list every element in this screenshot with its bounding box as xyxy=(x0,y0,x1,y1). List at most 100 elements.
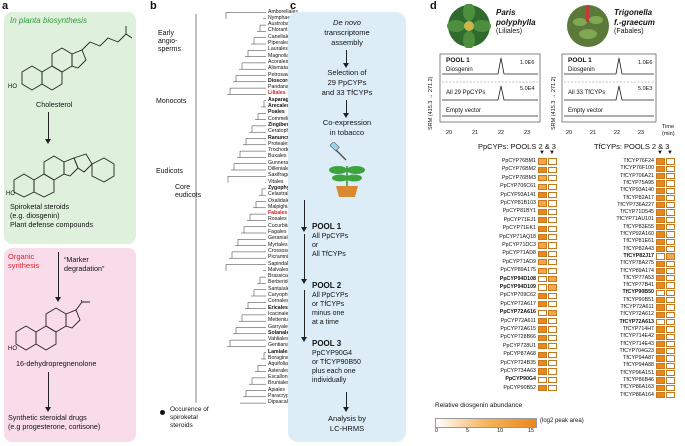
tf-pool3-cell xyxy=(666,194,675,202)
step2-line-1: Selection of xyxy=(327,68,367,77)
tf-pool2-cell xyxy=(656,253,665,260)
pp-gene-label: PpCYP71DC3 xyxy=(502,242,536,248)
tf-pool3-cell xyxy=(666,187,675,194)
leaf-magnoliales: Magnoliales xyxy=(268,52,296,59)
tf-pool3-cell xyxy=(666,245,675,253)
tf-pool3-cell xyxy=(666,253,675,260)
leaf-amborellales: Amborellales xyxy=(268,8,298,15)
pp-pool3-cell xyxy=(548,233,557,241)
tf-pool2-cell xyxy=(656,172,665,180)
xtick-l-22: 22 xyxy=(498,130,505,136)
tf-pool3-cell xyxy=(666,216,675,224)
tf-gene-label: TfCYP71AU101 xyxy=(616,216,654,223)
ho-label-2: HO xyxy=(6,191,15,197)
tobacco-plant-icon xyxy=(329,142,365,197)
arrow-c6 xyxy=(343,392,349,412)
leaf-fabales: Fabales xyxy=(268,210,288,217)
leaf-oxalidales: Oxalidales xyxy=(268,197,293,204)
pp-pool2-cell xyxy=(538,368,547,375)
clade-eudicots: Eudicots xyxy=(156,168,183,175)
trigonella-name-2: f.-graecum xyxy=(614,18,655,27)
xtick-l-23: 23 xyxy=(524,130,531,136)
arrow-c2 xyxy=(343,100,349,118)
paris-name-1: Paris xyxy=(496,8,516,17)
paris-order: (Liliales) xyxy=(496,28,523,35)
leaf-gentianales: Gentianales xyxy=(268,342,296,349)
pp-gene-label: PpCYP90G4 xyxy=(505,376,536,383)
xtick-r-22: 22 xyxy=(614,130,621,136)
clade-early: Early xyxy=(158,30,174,37)
pp-pool2-cell xyxy=(538,376,547,384)
tf-pool3-cell xyxy=(666,172,675,180)
trigonella-photo xyxy=(567,5,609,47)
tf-pool2-cell xyxy=(656,202,665,209)
tf-pool2-cell xyxy=(656,165,665,172)
tf-pool2-cell xyxy=(656,318,665,326)
pp-pool3-cell xyxy=(548,284,557,291)
pp-gene-label: PpCYP71EK1 xyxy=(502,225,536,232)
pp-pool2-cell xyxy=(538,317,547,325)
leaf-caryophyllales: Caryophyllales xyxy=(268,292,303,298)
leaf-asterales: Asterales xyxy=(268,367,290,374)
tf-pool3-cell xyxy=(666,377,675,384)
tf-gene-label: TfCYP94A87 xyxy=(623,355,654,362)
clade-core-eudicots: eudicots xyxy=(175,192,202,199)
pool2-line-2: or TfCYPs xyxy=(312,301,345,308)
pool3-line-1: PpCYP90G4 xyxy=(312,350,353,357)
tf-pool3-cell xyxy=(666,238,675,245)
organic-synthesis-box xyxy=(4,248,136,442)
tf-gene-label: TfCYP78A275 xyxy=(620,260,654,267)
srm-ylabel-left: SRM (415.3 → 271.2) xyxy=(428,76,434,131)
tf-marker-pool3: ▼ xyxy=(667,150,673,156)
chromatogram-left xyxy=(439,53,541,123)
tf-pool3-cell xyxy=(666,231,675,238)
cholesterol-structure xyxy=(21,26,133,91)
tf-pool3-cell xyxy=(666,340,675,348)
leaf-poales: Poales xyxy=(268,109,285,116)
pp-gene-label: PpCYP87A68 xyxy=(503,351,536,358)
pp-pool2-cell xyxy=(538,175,547,182)
pp-gene-label: PpCYP93A141 xyxy=(500,191,536,198)
pp-pool2-cell xyxy=(538,343,547,350)
legend-tick-5: 5 xyxy=(466,428,470,434)
tf-pool3-cell xyxy=(666,260,675,267)
tf-pool2-cell xyxy=(656,355,665,362)
pp-pool3-cell xyxy=(548,292,557,300)
pp-gene-label: PpCYP76BM3 xyxy=(501,174,536,181)
leaf-rosales: Rosales xyxy=(268,216,287,223)
pp-pool2-cell xyxy=(538,158,547,165)
pp-marker-pool2: ▼ xyxy=(539,150,545,156)
tf-gene-label: TfCYP72A613 xyxy=(619,318,654,325)
pp-gene-label: PpCYP71AD9 xyxy=(502,258,536,265)
leaf-dilleniales: Dilleniales xyxy=(268,166,292,172)
clade-core: Core xyxy=(175,184,191,191)
pp-pool3-cell xyxy=(548,175,557,182)
pool2-line-4: at a time xyxy=(312,319,339,326)
pool2-title: POOL 2 xyxy=(312,281,342,290)
tf-pool3-cell xyxy=(666,348,675,355)
panel-letter-b: b xyxy=(150,0,157,12)
pp-pool2-cell xyxy=(538,351,547,358)
tf-pool2-cell xyxy=(656,267,665,275)
dehydro-label: 16-dehydropregnenolone xyxy=(16,359,97,368)
arrow-c4 xyxy=(301,234,307,284)
pp-gene-label: PpCYP72A615 xyxy=(500,326,536,332)
tf-gene-label: TfCYP714E42 xyxy=(620,333,654,340)
marker-line-2: degradation” xyxy=(64,264,105,273)
leaf-santalales: Santalales xyxy=(268,285,293,292)
pp-gene-label: PpCYP724B35 xyxy=(500,359,536,366)
paris-photo xyxy=(447,4,491,48)
leaf-alismatales: Alismatales xyxy=(268,65,295,72)
pp-gene-label: PpCYP728U1 xyxy=(503,342,536,349)
panel-letter-d: d xyxy=(430,0,437,12)
tf-pool2-cell xyxy=(656,326,665,333)
chromatogram-right xyxy=(561,53,657,123)
pool1-label-left: POOL 1 xyxy=(446,57,470,64)
tf-pool2-cell xyxy=(656,391,665,399)
drugs-line-2: (e.g progesterone, cortisone) xyxy=(8,422,101,431)
time-label-1: Time xyxy=(662,124,675,130)
tf-pool3-cell xyxy=(666,326,675,333)
tf-pool3-cell xyxy=(666,370,675,377)
tf-pool2-cell xyxy=(656,216,665,224)
cholesterol-label: Cholesterol xyxy=(36,100,73,109)
